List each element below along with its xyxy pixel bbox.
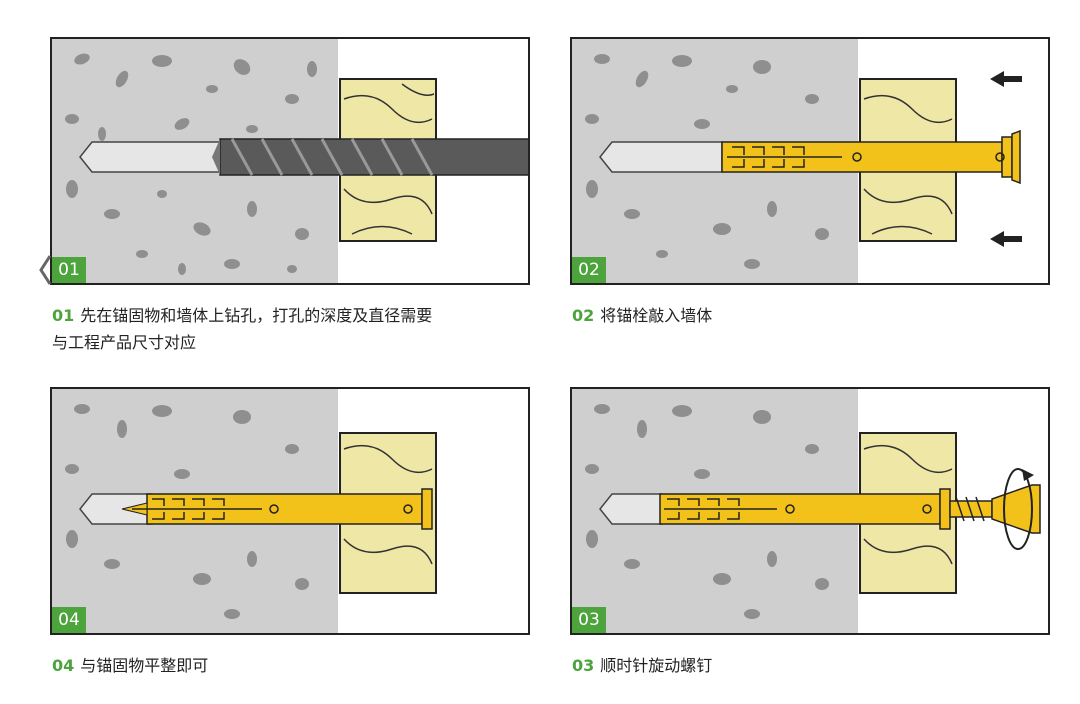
- step-01-text: 先在锚固物和墙体上钻孔，打孔的深度及直径需要: [80, 306, 433, 325]
- step-04-text: 与锚固物平整即可: [80, 656, 209, 675]
- step-03-panel: 03: [570, 387, 1050, 635]
- step-02-panel: 02: [570, 37, 1050, 285]
- step-02-text: 将锚栓敲入墙体: [600, 306, 713, 325]
- step-03-caption: 03 顺时针旋动螺钉: [572, 652, 1052, 679]
- step-01-badge: 01: [52, 257, 86, 283]
- step-01-panel: 01: [50, 37, 530, 285]
- hammer-arrow-icon: [990, 71, 1022, 247]
- step-04-number: 04: [52, 656, 75, 675]
- step-04-panel: 04: [50, 387, 530, 635]
- step-04-caption: 04 与锚固物平整即可: [52, 652, 542, 679]
- step-03-number: 03: [572, 656, 595, 675]
- step-04-badge: 04: [52, 607, 86, 633]
- back-chevron-icon[interactable]: [38, 252, 52, 288]
- step-03-text: 顺时针旋动螺钉: [600, 656, 713, 675]
- step-01-caption: 01 先在锚固物和墙体上钻孔，打孔的深度及直径需要 与工程产品尺寸对应: [52, 302, 542, 356]
- step-02-number: 02: [572, 306, 595, 325]
- step-01-number: 01: [52, 306, 75, 325]
- step-03-illustration: [572, 389, 1041, 633]
- step-01-illustration: [52, 39, 528, 283]
- step-02-badge: 02: [572, 257, 606, 283]
- step-03-badge: 03: [572, 607, 606, 633]
- step-04-illustration: [52, 389, 437, 633]
- step-02-illustration: [572, 39, 1022, 283]
- rotation-arrow-icon: [1003, 468, 1033, 550]
- step-02-caption: 02 将锚栓敲入墙体: [572, 302, 1052, 329]
- step-01-text-line2: 与工程产品尺寸对应: [52, 333, 197, 352]
